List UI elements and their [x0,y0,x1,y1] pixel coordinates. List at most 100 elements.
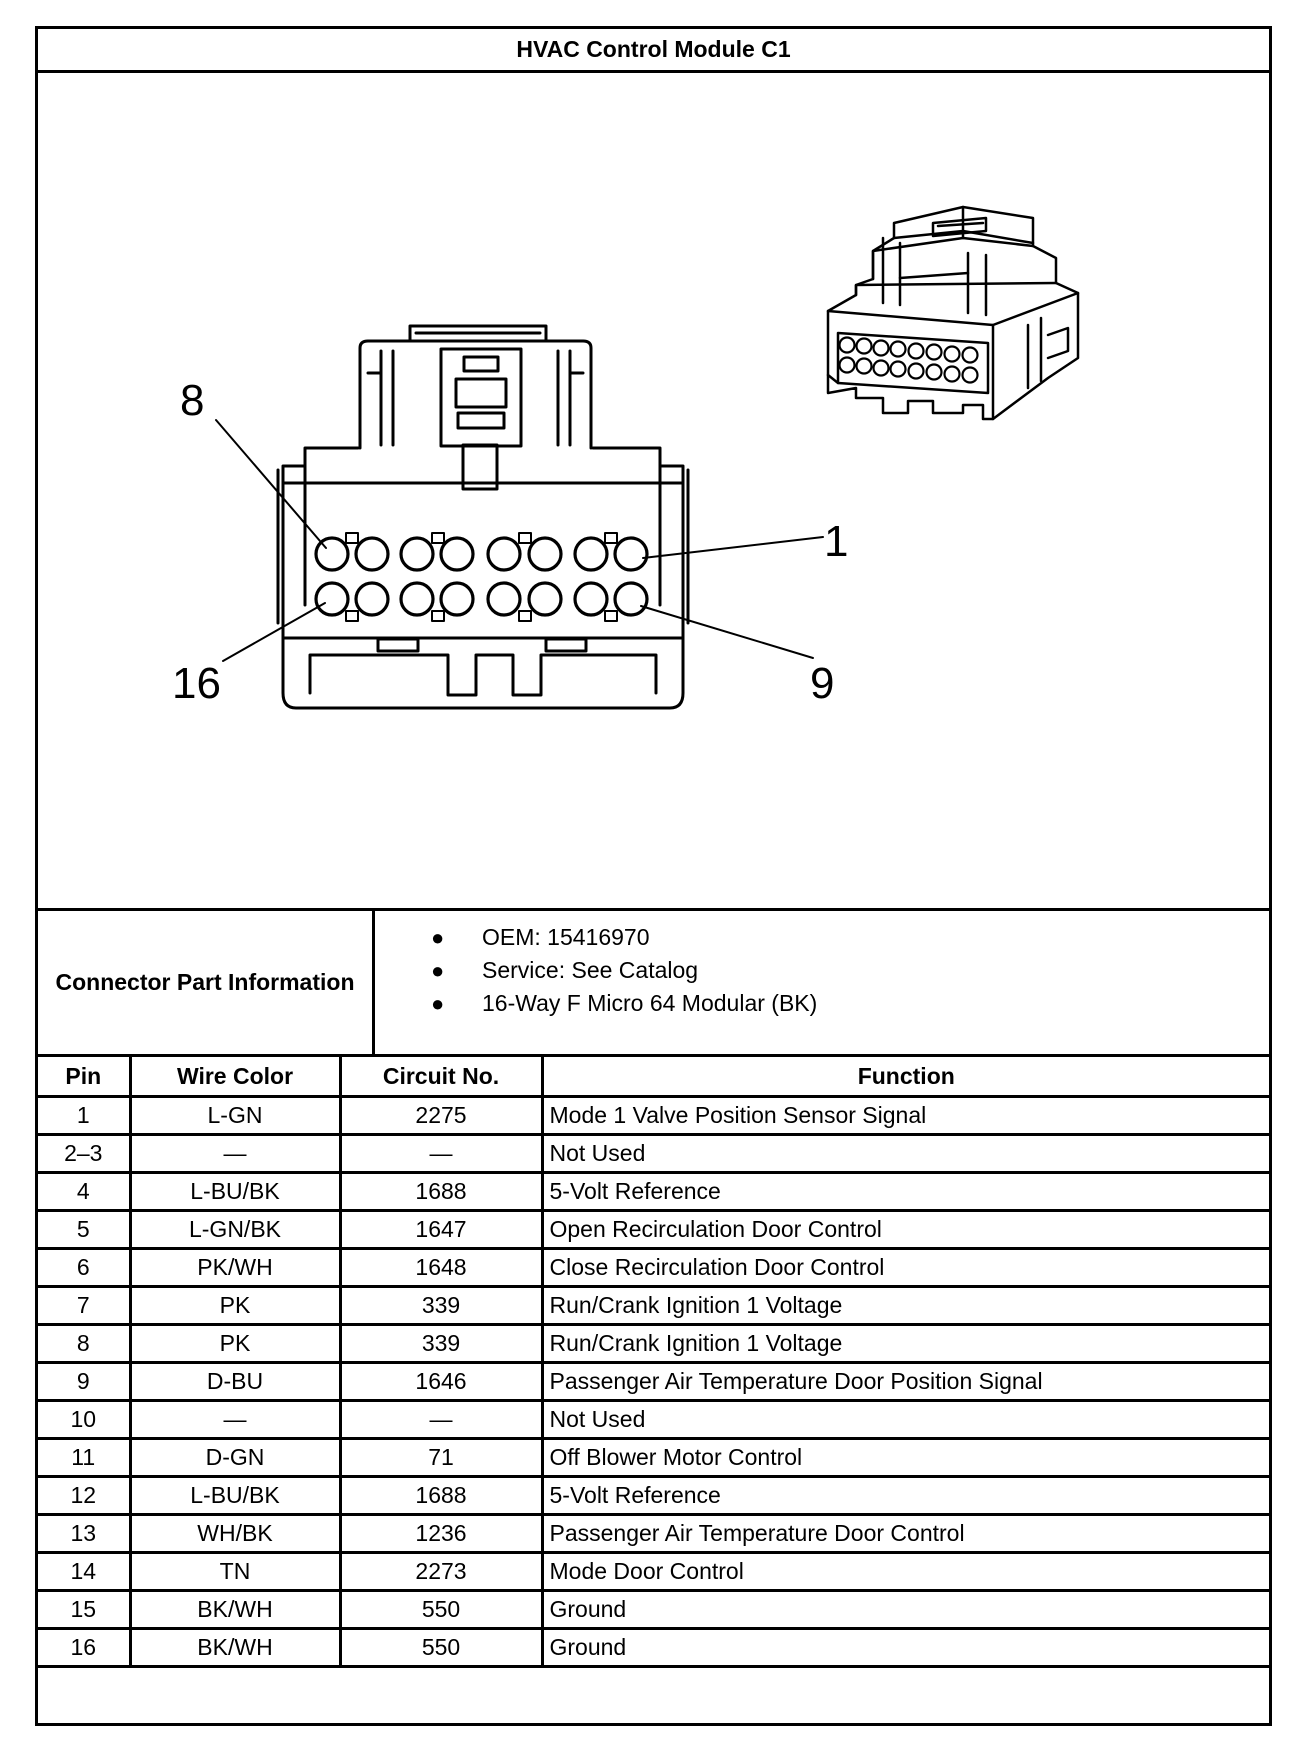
cell-wire-color: L-BU/BK [128,1475,342,1516]
cell-wire-color: PK/WH [128,1247,342,1288]
cell-circuit: 550 [338,1627,544,1668]
cell-function: Close Recirculation Door Control [540,1247,1269,1288]
column-header-pin: Pin [38,1057,132,1098]
table-row: 2–3——Not Used [38,1133,1269,1174]
cell-wire-color: L-GN [128,1095,342,1136]
cell-pin: 2–3 [38,1133,132,1174]
cell-function: Not Used [540,1399,1269,1440]
cell-function: Mode Door Control [540,1551,1269,1592]
table-row: 10——Not Used [38,1399,1269,1440]
cell-pin: 15 [38,1589,132,1630]
cell-pin: 5 [38,1209,132,1250]
cell-wire-color: L-BU/BK [128,1171,342,1212]
cell-function: Off Blower Motor Control [540,1437,1269,1478]
cell-function: Passenger Air Temperature Door Position … [540,1361,1269,1402]
cell-wire-color: D-BU [128,1361,342,1402]
cell-circuit: — [338,1133,544,1174]
bullet-icon: ● [431,958,445,983]
cell-function: Ground [540,1627,1269,1668]
cell-circuit: 339 [338,1285,544,1326]
cell-circuit: 1236 [338,1513,544,1554]
cell-pin: 6 [38,1247,132,1288]
connector-face-view [215,324,824,710]
cell-wire-color: BK/WH [128,1627,342,1668]
pin-label-16: 16 [172,659,221,708]
connector-sheet: HVAC Control Module C1 [35,26,1272,1726]
cell-wire-color: — [128,1399,342,1440]
cell-function: 5-Volt Reference [540,1475,1269,1516]
table-header-row: Pin Wire Color Circuit No. Function [38,1057,1269,1098]
cell-circuit: 71 [338,1437,544,1478]
cell-pin: 4 [38,1171,132,1212]
cell-circuit: 550 [338,1589,544,1630]
connector-part-info: Connector Part Information ●OEM: 1541697… [38,911,1269,1057]
cell-pin: 8 [38,1323,132,1364]
cell-pin: 13 [38,1513,132,1554]
cell-function: Run/Crank Ignition 1 Voltage [540,1285,1269,1326]
cell-wire-color: L-GN/BK [128,1209,342,1250]
column-header-circuit: Circuit No. [338,1057,544,1098]
cell-circuit: 339 [338,1323,544,1364]
cell-function: 5-Volt Reference [540,1171,1269,1212]
cell-function: Ground [540,1589,1269,1630]
column-header-function: Function [540,1057,1269,1098]
bullet-icon: ● [431,925,445,950]
connector-perspective-view [826,205,1080,421]
connector-figure: 8 1 16 9 [38,73,1269,911]
cell-function: Run/Crank Ignition 1 Voltage [540,1323,1269,1364]
cell-function: Mode 1 Valve Position Sensor Signal [540,1095,1269,1136]
cell-function: Not Used [540,1133,1269,1174]
cell-pin: 7 [38,1285,132,1326]
cell-wire-color: D-GN [128,1437,342,1478]
pin-label-1: 1 [824,517,848,566]
cell-wire-color: WH/BK [128,1513,342,1554]
cell-function: Passenger Air Temperature Door Control [540,1513,1269,1554]
list-item: ●OEM: 15416970 [375,921,1269,954]
pin-label-9: 9 [810,659,834,708]
cell-pin: 12 [38,1475,132,1516]
cell-wire-color: PK [128,1323,342,1364]
cell-circuit: 2275 [338,1095,544,1136]
page-title: HVAC Control Module C1 [38,29,1269,73]
cell-circuit: 1688 [338,1475,544,1516]
list-item: ●Service: See Catalog [375,954,1269,987]
cell-wire-color: BK/WH [128,1589,342,1630]
cell-wire-color: PK [128,1285,342,1326]
list-item: ●16-Way F Micro 64 Modular (BK) [375,987,1269,1020]
cell-pin: 9 [38,1361,132,1402]
cell-pin: 10 [38,1399,132,1440]
connector-part-info-label: Connector Part Information [38,911,375,1054]
connector-diagram: 8 1 16 9 [172,205,1080,710]
cell-pin: 11 [38,1437,132,1478]
cell-circuit: 1647 [338,1209,544,1250]
cell-pin: 14 [38,1551,132,1592]
cell-wire-color: TN [128,1551,342,1592]
cell-circuit: 2273 [338,1551,544,1592]
cell-circuit: 1646 [338,1361,544,1402]
cell-function: Open Recirculation Door Control [540,1209,1269,1250]
cell-circuit: 1648 [338,1247,544,1288]
cell-wire-color: — [128,1133,342,1174]
cell-pin: 1 [38,1095,132,1136]
cell-circuit: 1688 [338,1171,544,1212]
column-header-wire-color: Wire Color [128,1057,342,1098]
pin-label-8: 8 [180,376,204,425]
connector-part-info-list: ●OEM: 15416970 ●Service: See Catalog ●16… [375,911,1269,1054]
bullet-icon: ● [431,991,445,1016]
cell-circuit: — [338,1399,544,1440]
cell-pin: 16 [38,1627,132,1668]
